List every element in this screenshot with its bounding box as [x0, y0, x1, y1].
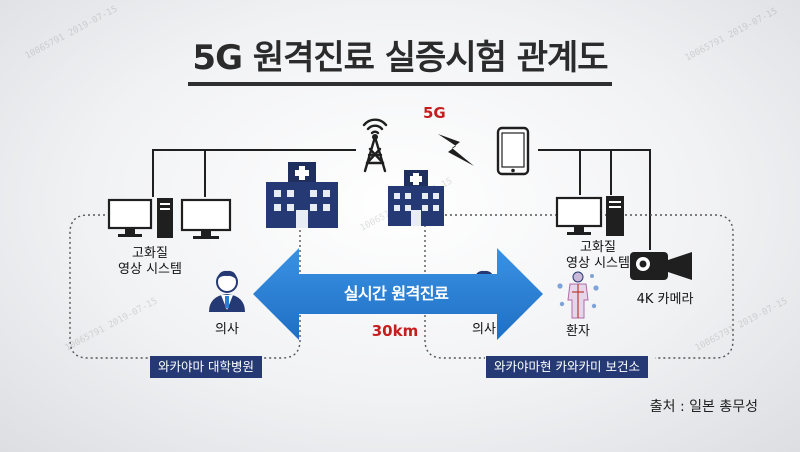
desktop-computer-icon — [107, 198, 173, 238]
left-system-label-line2: 영상 시스템 — [118, 262, 182, 277]
left-doctor-label: 의사 — [215, 322, 239, 337]
diagram-title: 5G 원격진료 실증시험 관계도 — [192, 38, 608, 78]
left-system-label: 고화질 영상 시스템 — [100, 246, 200, 278]
right-doctor-label: 의사 — [472, 322, 496, 337]
left-system-label-line1: 고화질 — [132, 246, 168, 261]
patient-label: 환자 — [566, 324, 590, 339]
right-system-label: 고화질 영상 시스템 — [548, 240, 648, 272]
doctor-icon — [209, 270, 245, 312]
realtime-telemedicine-label: 실시간 원격진료 — [343, 284, 449, 303]
right-system-label-line2: 영상 시스템 — [566, 256, 630, 271]
right-institution-badge: 와카야마현 카와카미 보건소 — [486, 356, 648, 378]
lightning-icon — [438, 134, 474, 166]
distance-label: 30km — [371, 322, 419, 340]
title-underline — [188, 82, 612, 86]
camera-label: 4K 카메라 — [636, 292, 694, 307]
cell-tower-icon — [362, 118, 388, 173]
hospital-icon — [266, 162, 338, 228]
clinic-icon — [388, 170, 444, 226]
video-camera-icon — [630, 252, 692, 280]
tablet-icon — [496, 126, 530, 176]
left-institution-badge: 와카야마 대학병원 — [150, 356, 262, 378]
source-credit: 출처 : 일본 총무성 — [649, 399, 758, 415]
patient-icon — [557, 271, 599, 319]
monitor-icon — [180, 198, 232, 239]
desktop-computer-icon — [555, 196, 624, 236]
5g-label: 5G — [423, 104, 446, 122]
right-system-label-line1: 고화질 — [580, 240, 616, 255]
double-arrow-icon — [253, 248, 543, 340]
